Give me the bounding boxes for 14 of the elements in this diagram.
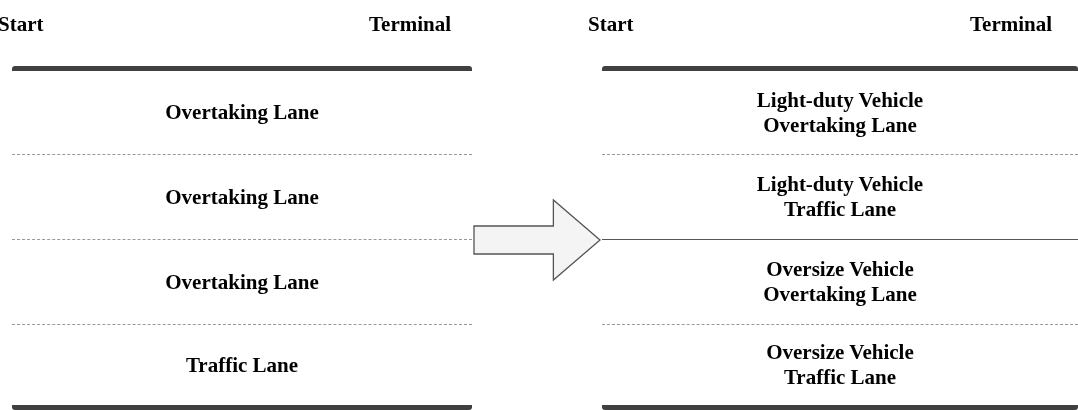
road-drawing — [602, 66, 1078, 410]
lane-name: Light-duty Vehicle Traffic Lane — [755, 172, 925, 222]
block-arrow — [473, 198, 601, 282]
end-label: Start — [588, 12, 634, 37]
end-label: Terminal — [369, 12, 452, 37]
lane-name: Light-duty Vehicle Overtaking Lane — [755, 87, 925, 138]
lane-name: Overtaking Lane — [165, 184, 319, 210]
road-drawing — [12, 66, 472, 410]
end-label: Terminal — [970, 12, 1053, 37]
lane-name: Overtaking Lane — [165, 269, 319, 295]
lane-name: Overtaking Lane — [165, 100, 319, 125]
lane-name: Oversize Vehicle Traffic Lane — [765, 340, 915, 390]
lane-name: Oversize Vehicle Overtaking Lane — [762, 257, 918, 307]
lane-name: Traffic Lane — [185, 352, 299, 378]
